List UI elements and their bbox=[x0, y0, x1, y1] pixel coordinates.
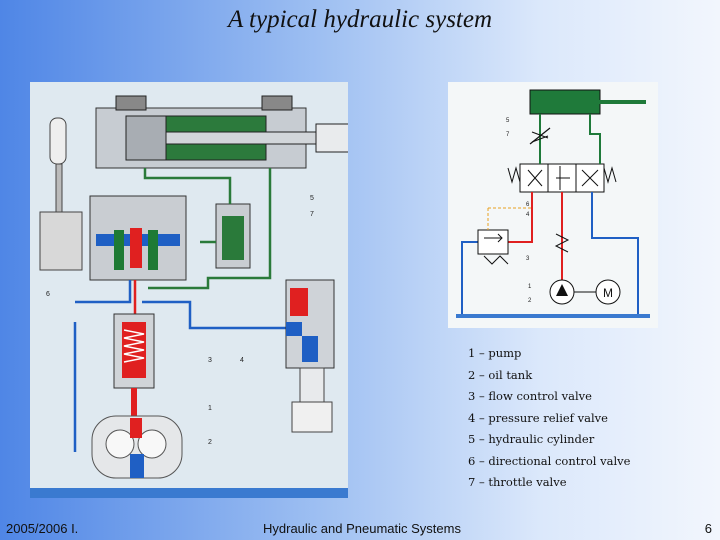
slide-title: A typical hydraulic system bbox=[227, 6, 493, 33]
right-callout-3: 3 bbox=[526, 256, 530, 262]
pump-motor-symbol: M bbox=[549, 279, 621, 305]
footer-course-title: Hydraulic and Pneumatic Systems bbox=[263, 521, 461, 536]
legend-item: 3 – flow control valve bbox=[468, 389, 592, 403]
cutaway-illustration: 3 4 1 2 5 7 6 bbox=[30, 82, 348, 498]
motor-label: M bbox=[603, 286, 613, 300]
throttle-symbol bbox=[529, 127, 551, 145]
left-callout-2: 2 bbox=[208, 439, 212, 446]
left-callouts: 3 4 1 2 5 7 6 bbox=[46, 195, 314, 446]
schematic-svg: M 5 7 6 4 3 1 2 bbox=[456, 89, 650, 318]
right-callout-2: 2 bbox=[528, 298, 532, 304]
left-callout-6: 6 bbox=[46, 291, 50, 298]
right-callouts: 5 7 6 4 3 1 2 bbox=[506, 118, 532, 304]
left-callout-1: 1 bbox=[208, 405, 212, 412]
footer-date: 2005/2006 I. bbox=[6, 521, 79, 536]
legend-item: 1 – pump bbox=[468, 346, 522, 360]
directional-valve-cutaway bbox=[39, 117, 187, 281]
right-callout-7: 7 bbox=[506, 132, 510, 138]
legend-item: 2 – oil tank bbox=[468, 367, 533, 382]
cylinder-lines bbox=[539, 114, 601, 152]
legend-item: 7 – throttle valve bbox=[468, 475, 567, 489]
left-callout-4: 4 bbox=[240, 357, 244, 364]
directional-valve-symbol bbox=[507, 163, 617, 193]
legend-item: 5 – hydraulic cylinder bbox=[468, 432, 595, 446]
pressure-relief-valve-cutaway bbox=[285, 279, 335, 433]
flow-control-symbol bbox=[554, 233, 570, 253]
relief-valve-symbol bbox=[477, 207, 532, 265]
schematic-diagram: M 5 7 6 4 3 1 2 bbox=[448, 82, 658, 328]
left-callout-7: 7 bbox=[310, 211, 314, 218]
right-callout-4: 4 bbox=[526, 212, 530, 218]
legend-item: 4 – pressure relief valve bbox=[468, 410, 608, 425]
right-callout-6: 6 bbox=[526, 202, 530, 208]
hydraulic-cylinder-cutaway bbox=[95, 95, 348, 169]
page-number: 6 bbox=[704, 521, 712, 536]
cylinder-symbol bbox=[529, 89, 646, 115]
flow-control-valve-cutaway bbox=[113, 313, 155, 418]
left-callout-3: 3 bbox=[208, 357, 212, 364]
tank-bar bbox=[456, 314, 650, 318]
left-callout-5: 5 bbox=[310, 195, 314, 202]
right-callout-1: 1 bbox=[528, 284, 532, 290]
right-callout-5: 5 bbox=[506, 118, 510, 124]
cutaway-svg: 3 4 1 2 5 7 6 bbox=[30, 95, 348, 498]
component-legend: 1 – pump 2 – oil tank 3 – flow control v… bbox=[468, 343, 630, 494]
gear-pump-cutaway bbox=[91, 415, 183, 479]
oil-tank-bar bbox=[30, 488, 348, 498]
throttle-valve-cutaway bbox=[215, 203, 251, 269]
legend-item: 6 – directional control valve bbox=[468, 453, 631, 468]
